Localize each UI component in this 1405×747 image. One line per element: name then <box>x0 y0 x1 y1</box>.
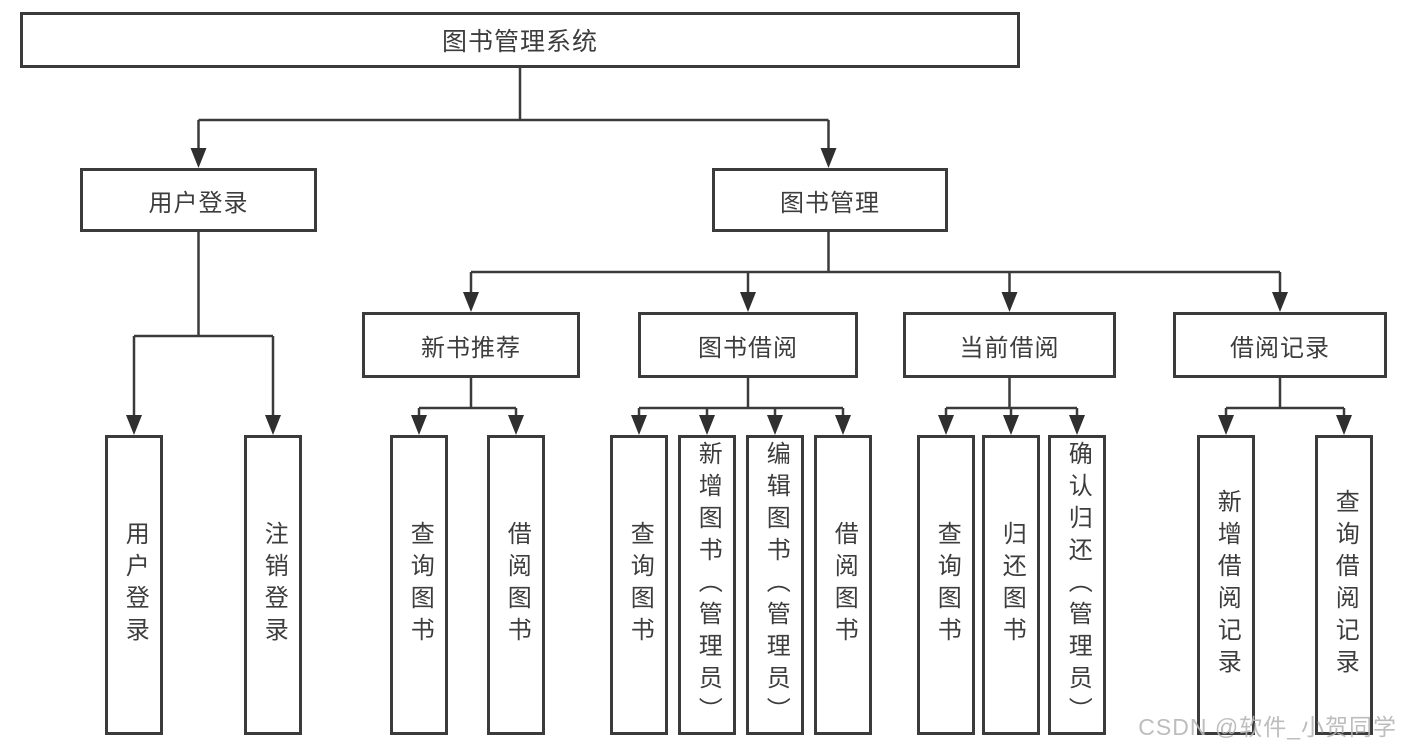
node-nb-borrow-books: 借阅图书 <box>487 435 545 735</box>
node-cb-confirm-return-admin-label: 确认归还（管理员） <box>1064 441 1092 729</box>
node-nb-query-books-label: 查询图书 <box>406 521 434 649</box>
node-br-query-record-label: 查询借阅记录 <box>1331 489 1359 681</box>
node-current-borrowing: 当前借阅 <box>903 312 1116 378</box>
node-br-add-record-label: 新增借阅记录 <box>1213 489 1241 681</box>
node-current-borrowing-label: 当前借阅 <box>959 334 1060 362</box>
node-user-login-label: 用户登录 <box>148 189 249 217</box>
node-cb-confirm-return-admin: 确认归还（管理员） <box>1048 435 1106 735</box>
node-bb-borrow-books: 借阅图书 <box>814 435 872 735</box>
node-user-login: 用户登录 <box>80 168 317 232</box>
node-bb-borrow-books-label: 借阅图书 <box>830 521 858 649</box>
node-logout-label: 注销登录 <box>260 521 288 649</box>
node-book-management-label: 图书管理 <box>780 189 880 217</box>
node-cb-query-books: 查询图书 <box>917 435 975 735</box>
node-cb-return-books: 归还图书 <box>982 435 1040 735</box>
node-new-book-recommend-label: 新书推荐 <box>421 334 521 362</box>
node-nb-borrow-books-label: 借阅图书 <box>503 521 531 649</box>
node-bb-query-books-label: 查询图书 <box>626 521 654 649</box>
node-borrow-records: 借阅记录 <box>1173 312 1387 378</box>
node-cb-return-books-label: 归还图书 <box>998 521 1026 649</box>
node-nb-query-books: 查询图书 <box>390 435 448 735</box>
node-cb-query-books-label: 查询图书 <box>933 521 961 649</box>
node-logout: 注销登录 <box>244 435 302 735</box>
node-book-borrowing: 图书借阅 <box>638 312 858 378</box>
node-br-add-record: 新增借阅记录 <box>1197 435 1255 735</box>
node-br-query-record: 查询借阅记录 <box>1315 435 1373 735</box>
node-bb-edit-books-admin: 编辑图书（管理员） <box>746 435 804 735</box>
node-root-label: 图书管理系统 <box>441 28 598 56</box>
node-bb-add-books-admin: 新增图书（管理员） <box>678 435 736 735</box>
node-user-login-leaf-label: 用户登录 <box>121 521 149 649</box>
node-book-borrowing-label: 图书借阅 <box>698 334 798 362</box>
node-user-login-leaf: 用户登录 <box>105 435 163 735</box>
node-new-book-recommend: 新书推荐 <box>362 312 580 378</box>
node-borrow-records-label: 借阅记录 <box>1230 334 1330 362</box>
node-bb-edit-books-admin-label: 编辑图书（管理员） <box>762 441 790 729</box>
node-bb-add-books-admin-label: 新增图书（管理员） <box>694 441 722 729</box>
node-root: 图书管理系统 <box>20 12 1020 68</box>
csdn-watermark: CSDN @软件_小贺同学 <box>1138 714 1397 740</box>
node-bb-query-books: 查询图书 <box>610 435 668 735</box>
node-book-management: 图书管理 <box>712 168 948 232</box>
